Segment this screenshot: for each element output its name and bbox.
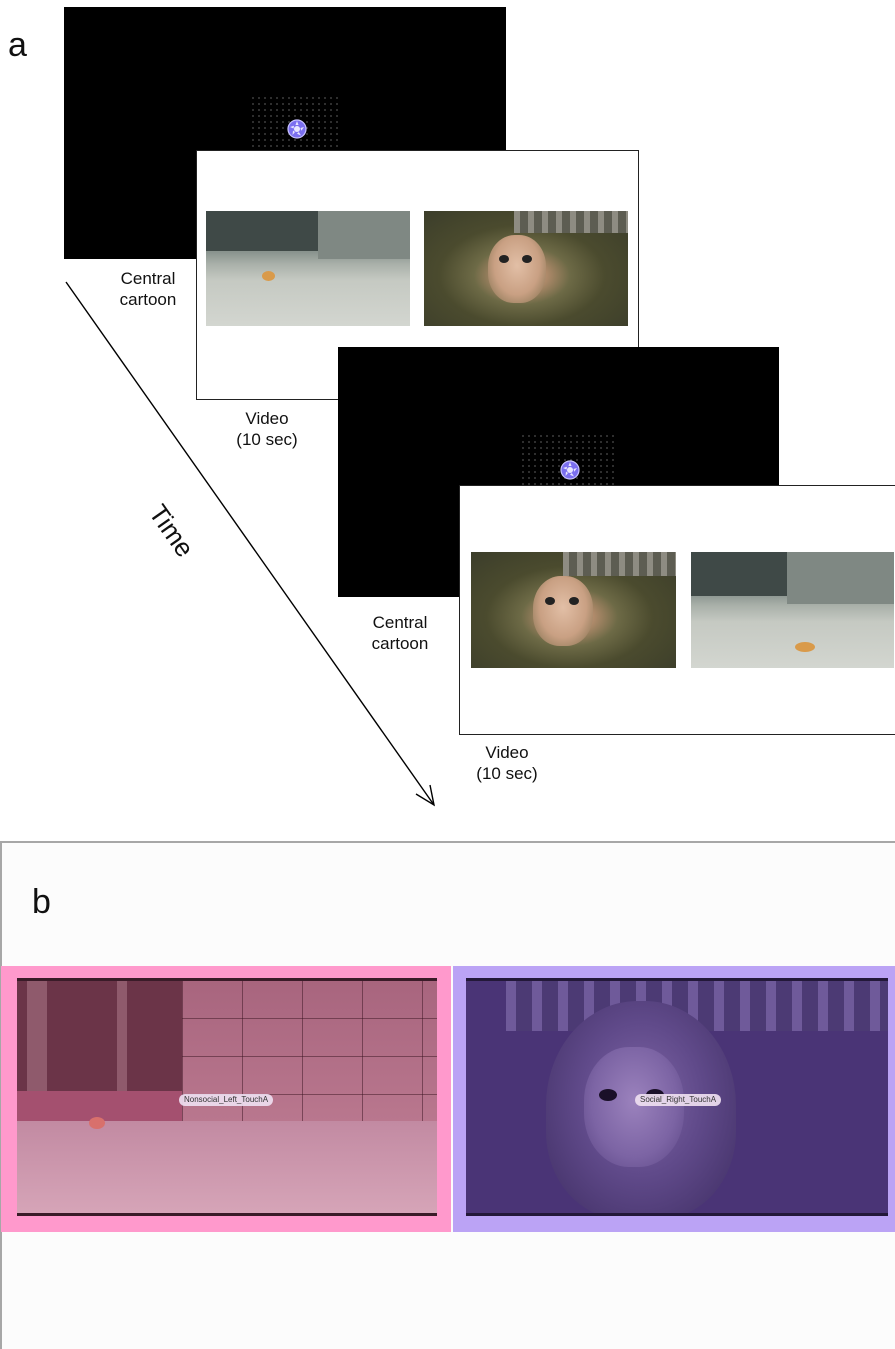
panel-b: b Nonsocial_Left_TouchA Social_Right_Tou…	[0, 841, 895, 1349]
cartoon-icon	[560, 460, 580, 480]
panel-a-label: a	[8, 26, 27, 64]
panel-b-label: b	[32, 883, 51, 921]
time-arrow-line	[65, 281, 435, 806]
caption-central-cartoon-2: Central cartoon	[371, 613, 429, 653]
aoi-tag-nonsocial: Nonsocial_Left_TouchA	[179, 1094, 274, 1106]
caption-central-cartoon-1: Central cartoon	[119, 269, 177, 309]
time-arrow	[65, 281, 436, 807]
social-video-thumb	[471, 552, 676, 668]
nonsocial-video-thumb	[691, 552, 894, 668]
video-screen-2	[459, 485, 895, 735]
time-arrow-head	[415, 784, 436, 807]
caption-video-2: Video (10 sec)	[476, 743, 538, 783]
nonsocial-video-thumb	[206, 211, 410, 326]
caption-video-1: Video (10 sec)	[236, 409, 298, 449]
cartoon-icon	[287, 119, 307, 139]
aoi-tag-social: Social_Right_TouchA	[635, 1094, 722, 1106]
social-video-thumb	[424, 211, 628, 326]
aoi-social-right: Social_Right_TouchA	[453, 966, 895, 1232]
aoi-nonsocial-left: Nonsocial_Left_TouchA	[1, 966, 451, 1232]
video-screen-1	[196, 150, 639, 400]
